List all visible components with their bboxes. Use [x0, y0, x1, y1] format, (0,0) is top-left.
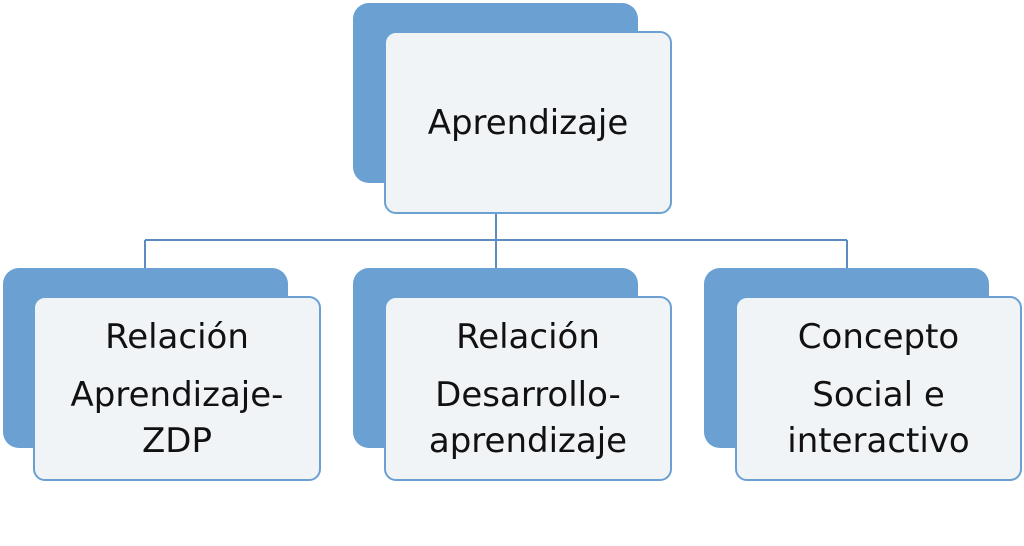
child-node-line: Relación — [105, 316, 249, 357]
child-node-relacion-desarrollo: Relación Desarrollo- aprendizaje — [384, 296, 672, 481]
child-node-line: interactivo — [787, 420, 970, 461]
child-node-line: Social e — [812, 374, 945, 415]
child-node-line: Desarrollo- — [435, 374, 621, 415]
root-node: Aprendizaje — [384, 31, 672, 214]
child-node-relacion-zdp: Relación Aprendizaje- ZDP — [33, 296, 321, 481]
child-node-concepto-social: Concepto Social e interactivo — [735, 296, 1022, 481]
child-node-line: Aprendizaje- — [70, 374, 284, 415]
child-node-line: aprendizaje — [428, 420, 628, 461]
child-node-line: ZDP — [142, 420, 212, 461]
child-node-line: Concepto — [797, 316, 960, 357]
root-label: Aprendizaje — [427, 102, 629, 143]
child-node-line: Relación — [456, 316, 600, 357]
